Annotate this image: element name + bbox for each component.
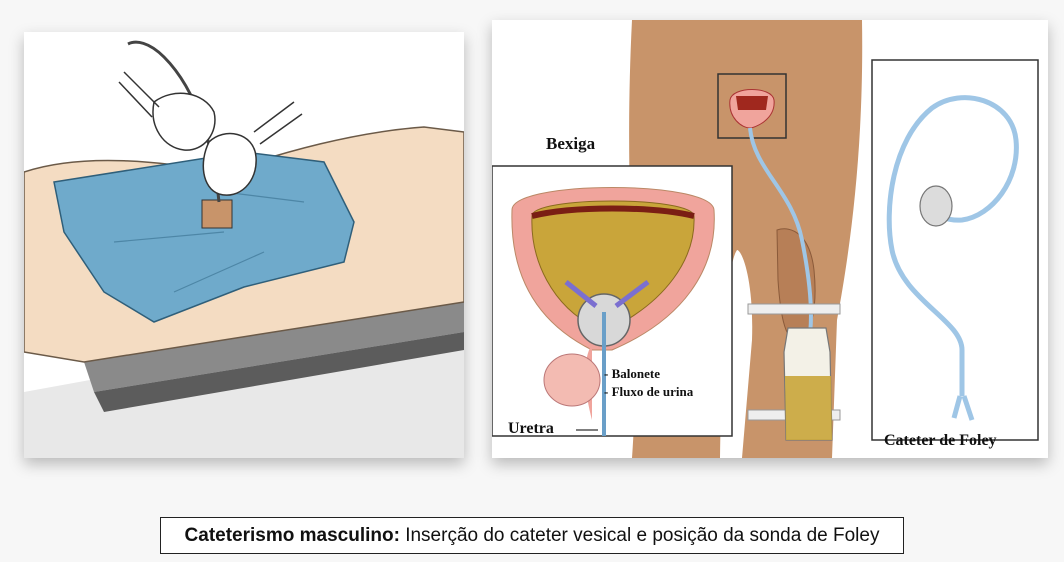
left-glove [153, 93, 215, 150]
drape-opening [202, 200, 232, 228]
prostate [544, 354, 600, 406]
insertion-illustration [24, 32, 464, 458]
urine-in-bag [785, 376, 832, 440]
urine-flow-label: - Fluxo de urina [604, 384, 693, 400]
urethra-label: Uretra [508, 420, 554, 438]
anatomy-drawing [492, 20, 1048, 458]
insertion-drawing [24, 32, 464, 458]
bladder-label: Bexiga [546, 134, 595, 154]
foley-catheter-label: Cateter de Foley [884, 432, 997, 450]
leg-strap-upper [748, 304, 840, 314]
foley-catheter-frame [872, 60, 1038, 440]
balloon-label: - Balonete [604, 366, 660, 382]
figure-caption: Cateterismo masculino: Inserção do catet… [160, 517, 904, 554]
caption-title: Cateterismo masculino: [185, 525, 400, 547]
anatomy-illustration: Bexiga - Balonete - Fluxo de urina Uretr… [492, 20, 1048, 458]
caption-text: Inserção do cateter vesical e posição da… [400, 525, 880, 547]
foley-balloon [920, 186, 952, 226]
